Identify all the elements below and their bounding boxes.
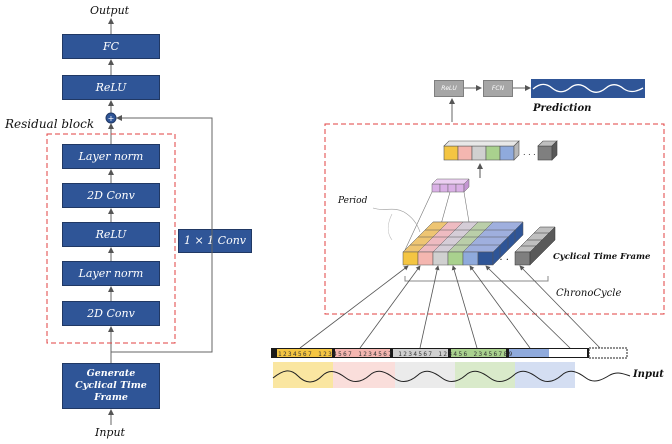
left-arrows [108, 18, 213, 425]
input-label-left: Input [95, 426, 125, 439]
input-connections [299, 265, 601, 349]
period-block [431, 178, 470, 193]
prediction-wave [532, 83, 644, 93]
cyclical-tensor [402, 221, 524, 266]
flattened-vector: . . . [443, 140, 558, 178]
layer-norm-bottom-block: Layer norm [62, 261, 160, 286]
input-label-right: Input [633, 369, 664, 380]
fc-block: FC [62, 34, 160, 59]
output-label: Output [90, 4, 130, 17]
relu-mid-block: ReLU [62, 222, 160, 247]
cyclical-frame-label: Cyclical Time Frame [553, 252, 651, 262]
svg-text:+: + [108, 114, 115, 123]
svg-text:1234567 1234567 1234567 123456: 1234567 1234567 1234567 1234567 123456 2… [278, 351, 514, 358]
residual-dashed-box [46, 133, 176, 344]
gray-tensor [514, 226, 556, 266]
conv-top-block: 2D Conv [62, 183, 160, 208]
conv-bottom-block: 2D Conv [62, 301, 160, 326]
fcn-small-block: FCN [483, 80, 513, 97]
input-strip: 1234567 1234567 1234567 1234567 123456 2… [271, 347, 631, 388]
prediction-label: Prediction [533, 103, 592, 114]
chronocycle-bracket [404, 276, 549, 282]
ellipsis-dots: . . . [493, 252, 509, 263]
period-label: Period [338, 196, 368, 206]
generate-frame-block: Generate Cyclical Time Frame [62, 363, 160, 409]
svg-text:. . .: . . . [523, 148, 536, 157]
shortcut-conv-block: 1 × 1 Conv [178, 229, 252, 253]
residual-block-label: Residual block [5, 117, 95, 131]
relu-top-block: ReLU [62, 75, 160, 100]
layer-norm-top-block: Layer norm [62, 144, 160, 169]
chronocycle-label: ChronoCycle [556, 288, 622, 299]
add-node [105, 112, 117, 124]
chronocycle-dashed-box [324, 123, 665, 315]
period-lines [372, 191, 471, 251]
prediction-row [449, 85, 531, 122]
input-wave [272, 370, 631, 383]
relu-small-block: ReLU [434, 80, 464, 97]
